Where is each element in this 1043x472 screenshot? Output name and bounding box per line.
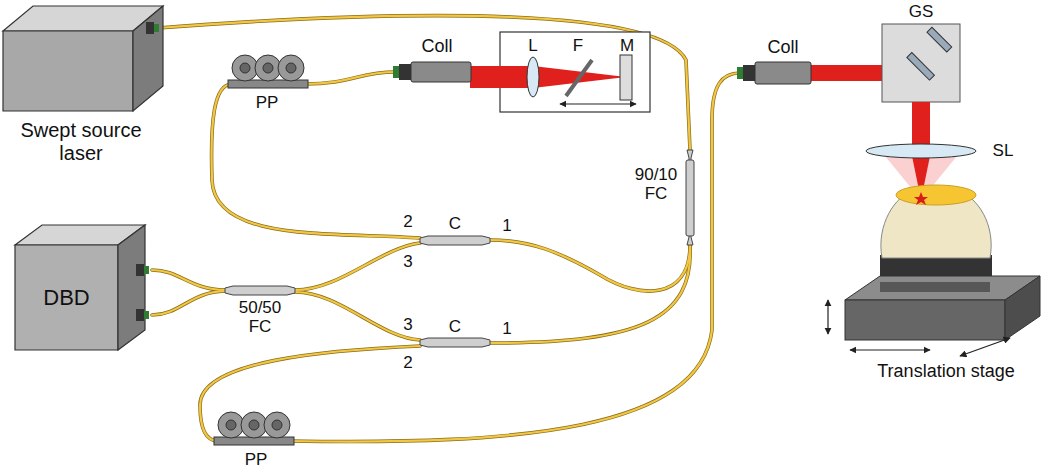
filter-label: F — [573, 37, 583, 56]
circulator-label: C — [449, 215, 461, 234]
port-number: 2 — [403, 213, 412, 232]
laser-box: Swept source laser — [3, 3, 165, 169]
scanner-label: GS — [909, 3, 934, 22]
optical-fibers — [152, 16, 740, 442]
port-number: 3 — [403, 316, 412, 335]
sample-arm — [737, 24, 1040, 356]
reference-arm — [393, 32, 650, 112]
lens-label: L — [528, 37, 537, 56]
lens-label: SL — [993, 142, 1014, 161]
device-name: DBD — [43, 285, 89, 310]
port-number: 1 — [502, 320, 511, 339]
device-label: Swept source laser — [11, 119, 151, 165]
paddle-label: PP — [245, 451, 268, 470]
paddle-label: PP — [256, 94, 279, 113]
stage-label: Translation stage — [877, 362, 1014, 382]
coupler-label: 50/50 FC — [235, 299, 285, 336]
circulator-label: C — [449, 318, 461, 337]
collimator-label: Coll — [421, 37, 452, 57]
port-number: 1 — [502, 217, 511, 236]
collimator-label: Coll — [767, 38, 798, 58]
box-outline — [3, 3, 165, 113]
polarization-paddles — [214, 55, 308, 445]
fiber-coupler — [225, 150, 694, 347]
detector-box: DBD — [15, 225, 147, 352]
mirror-label: M — [620, 37, 634, 56]
port-number: 2 — [403, 354, 412, 373]
coupler-label: 90/10 FC — [631, 166, 681, 203]
port-number: 3 — [403, 253, 412, 272]
